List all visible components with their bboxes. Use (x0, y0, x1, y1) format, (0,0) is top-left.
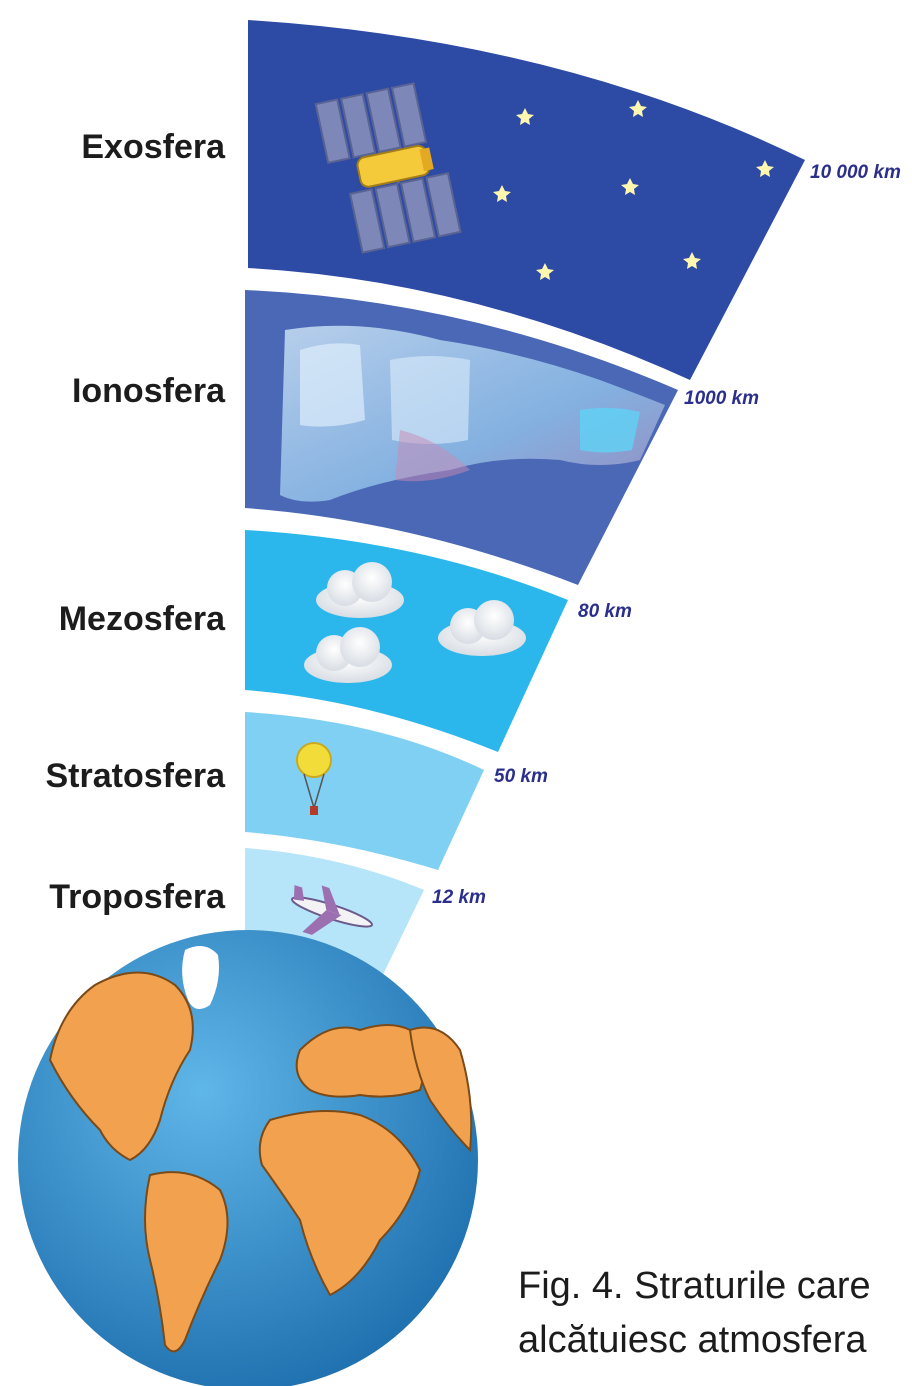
altitude-label-mezosfera: 80 km (578, 601, 632, 622)
altitude-label-stratosfera: 50 km (494, 766, 548, 787)
cloud-icon (304, 627, 392, 683)
altitude-label-ionosfera: 1000 km (684, 388, 759, 409)
star-field (493, 100, 774, 280)
altitude-label-troposfera: 12 km (432, 887, 486, 908)
earth-globe-icon (18, 930, 478, 1386)
satellite-icon (314, 82, 462, 254)
balloon-icon (296, 742, 332, 815)
aurora-icon (280, 325, 665, 502)
star-icon (516, 108, 534, 125)
cloud-icon (438, 600, 526, 656)
mesosphere-band (245, 530, 568, 752)
star-icon (683, 252, 701, 269)
layer-name-ionosfera: Ionosfera (72, 372, 226, 410)
star-icon (756, 160, 774, 177)
layer-name-stratosfera: Stratosfera (45, 757, 226, 795)
stratosphere-band (245, 712, 484, 870)
star-icon (493, 185, 511, 202)
star-icon (629, 100, 647, 117)
cloud-icon (316, 562, 404, 618)
star-icon (621, 178, 639, 195)
north-america-shape (48, 971, 194, 1162)
layer-name-troposfera: Troposfera (49, 878, 226, 916)
layer-name-exosfera: Exosfera (81, 128, 226, 166)
figure-caption-line1: Fig. 4. Straturile care (518, 1265, 871, 1307)
asia-shape (408, 1026, 473, 1153)
africa-shape (258, 1110, 422, 1297)
europe-shape (295, 1024, 425, 1098)
layer-name-mezosfera: Mezosfera (59, 600, 226, 638)
altitude-label-exosfera: 10 000 km (810, 162, 901, 183)
figure-caption-line2: alcătuiesc atmosfera (518, 1319, 867, 1361)
airplane-icon (290, 885, 374, 935)
star-icon (536, 263, 554, 280)
greenland-shape (182, 946, 219, 1009)
south-america-shape (144, 1171, 229, 1353)
